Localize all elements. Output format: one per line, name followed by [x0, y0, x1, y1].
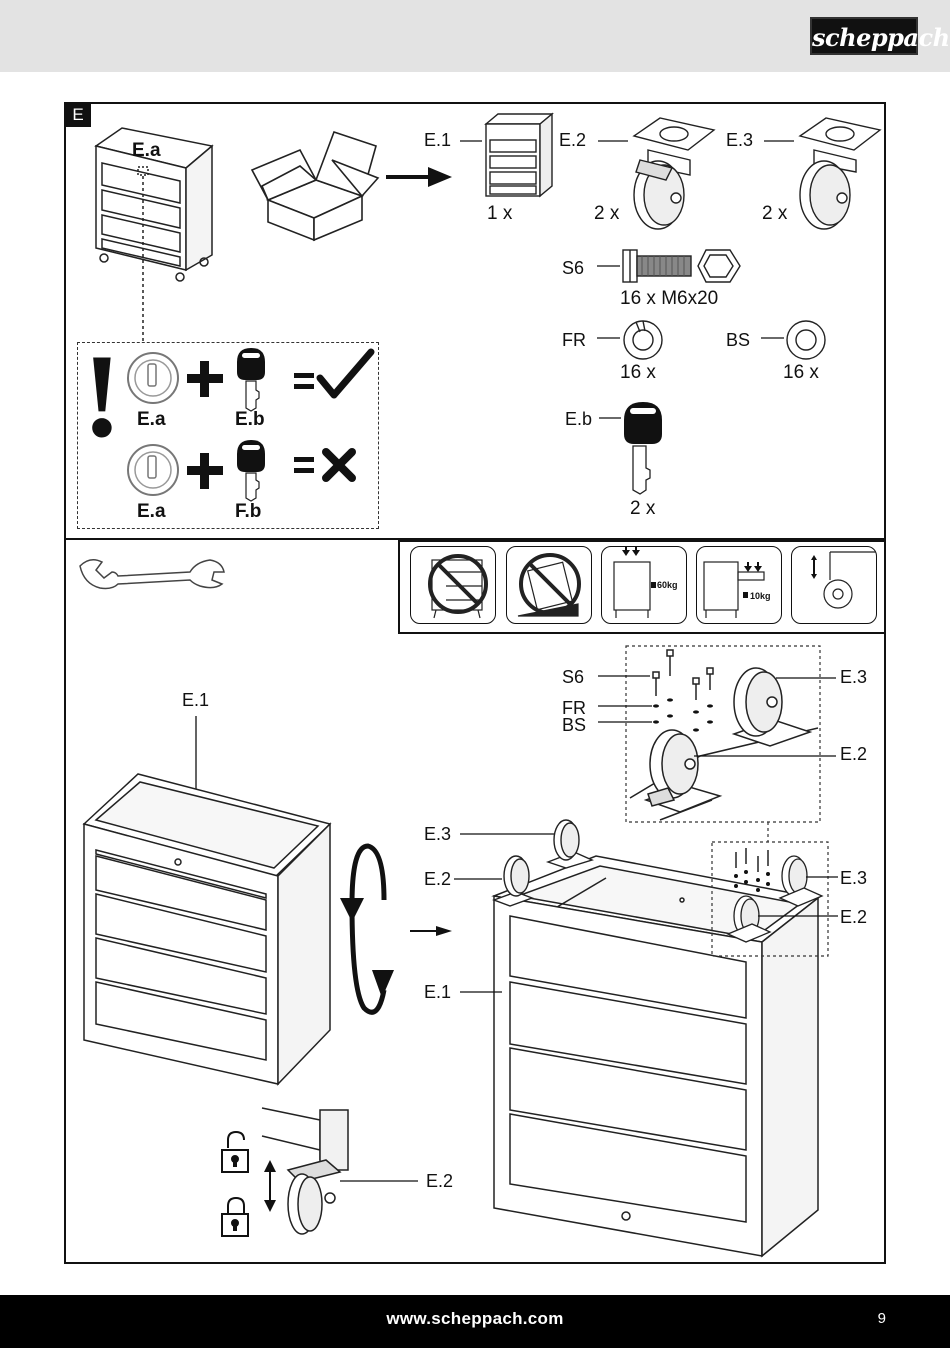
warning-lock-label-2: E.a: [137, 501, 166, 522]
page-number: 9: [877, 1310, 886, 1327]
key-icon: [237, 348, 265, 412]
key-matching-warning-box: [77, 342, 379, 529]
lock-cylinder-icon: [127, 444, 179, 496]
part-label-eb: E.b: [565, 409, 593, 429]
assembly-label-e3-right: E.3: [840, 868, 868, 888]
brake-detail-label-e2: E.2: [426, 1171, 454, 1191]
load-top-icon: [601, 546, 687, 624]
assembly-label-e2-left: E.2: [424, 869, 452, 889]
part-qty-fr: 16 x: [620, 362, 656, 383]
part-qty-eb: 2 x: [630, 498, 656, 519]
part-label-s6: S6: [562, 258, 585, 278]
detail-label-fr: FR: [562, 698, 586, 718]
warning-key-label-2: F.b: [235, 501, 262, 522]
warning-exclamation-icon: !: [82, 329, 122, 462]
part-qty-s6: 16 x M6x20: [620, 288, 719, 309]
panel-divider: [64, 538, 886, 540]
lock-closed-icon: [221, 1196, 249, 1237]
lock-cylinder-icon: [127, 352, 179, 404]
detail-label-e2: E.2: [840, 744, 868, 764]
key-icon: [237, 440, 265, 502]
load-limit-drawer-text: 10kg: [750, 591, 771, 601]
footer-bar: www.scheppach.com 9: [0, 1295, 950, 1348]
cross-icon: [322, 448, 356, 482]
part-qty-bs: 16 x: [783, 362, 819, 383]
load-limit-top-text: 60kg: [657, 580, 678, 590]
header-bar: [0, 0, 950, 72]
detail-label-s6: S6: [562, 667, 585, 687]
warning-lock-label-1: E.a: [137, 409, 166, 430]
check-icon: [316, 348, 375, 399]
safety-icon-bar: [398, 540, 886, 634]
detail-label-bs: BS: [562, 715, 587, 735]
assembly-label-e2-right: E.2: [840, 907, 868, 927]
part-qty-e1: 1 x: [487, 203, 513, 224]
part-qty-e3: 2 x: [762, 203, 788, 224]
part-label-e3: E.3: [726, 130, 754, 150]
section-tag: E: [65, 103, 91, 127]
footer-url[interactable]: www.scheppach.com: [386, 1309, 564, 1328]
cabinet-lock-label: E.a: [132, 140, 161, 161]
brake-caster-icon: [791, 546, 877, 624]
detail-label-e3: E.3: [840, 667, 868, 687]
part-label-bs: BS: [726, 330, 751, 350]
part-qty-e2: 2 x: [594, 203, 620, 224]
assembly-label-e1-left: E.1: [424, 982, 452, 1002]
lock-open-icon: [221, 1130, 249, 1173]
assembly-label-e3-left: E.3: [424, 824, 452, 844]
warning-key-label-1: E.b: [235, 409, 265, 430]
instruction-panel: [64, 102, 886, 1264]
load-drawer-icon: [696, 546, 782, 624]
part-label-fr: FR: [562, 330, 586, 350]
part-label-e2: E.2: [559, 130, 587, 150]
part-label-e1: E.1: [424, 130, 452, 150]
cabinet-label-e1-left: E.1: [182, 690, 210, 710]
